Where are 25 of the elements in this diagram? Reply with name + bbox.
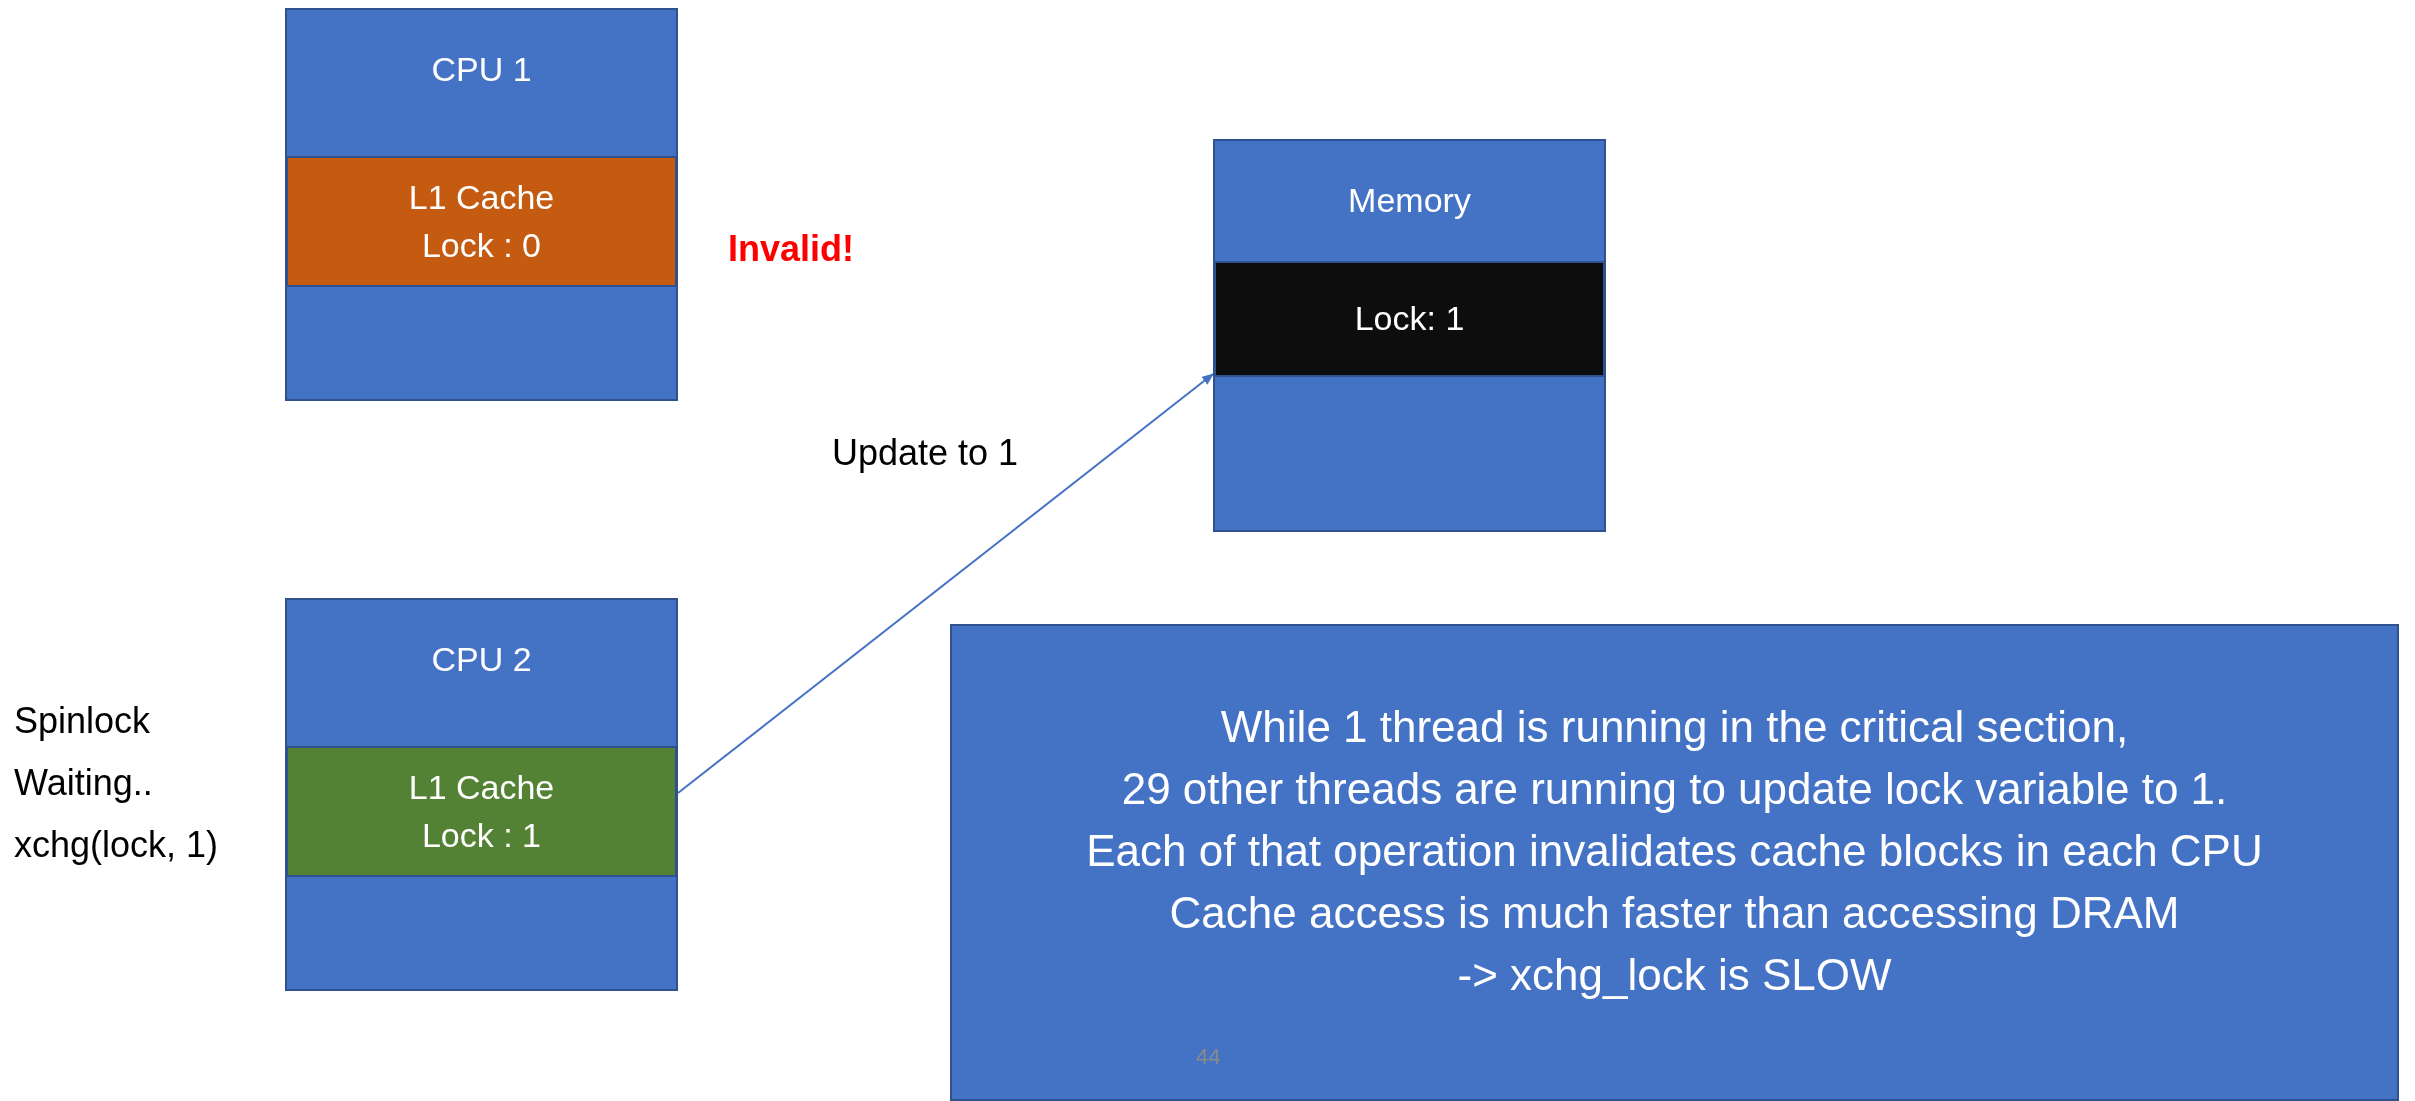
node-label: Lock : 0 xyxy=(421,224,542,266)
node-label: CPU 2 xyxy=(430,639,533,680)
memory-box xyxy=(1213,139,1606,532)
node-label: CPU 1 xyxy=(430,49,533,90)
node-label: L1 Cache xyxy=(408,766,555,808)
node-label: Lock: 1 xyxy=(1354,298,1465,340)
cpu-box xyxy=(285,598,678,991)
cache-band xyxy=(286,156,677,287)
cache-band xyxy=(1214,261,1605,377)
note-text: While 1 thread is running in the critical section, xyxy=(1219,701,2130,753)
cpu-box xyxy=(285,8,678,401)
note-text: Cache access is much faster than accessing DRAM xyxy=(1168,887,2181,939)
node-label: Memory xyxy=(1347,180,1472,221)
node-label: Lock : 1 xyxy=(421,814,542,856)
arrow xyxy=(677,373,1214,794)
note-text: 29 other threads are running to update lock variable to 1. xyxy=(1120,763,2229,815)
edge-label: Update to 1 xyxy=(832,432,1019,474)
note-text: Each of that operation invalidates cache blocks in each CPU xyxy=(1085,825,2264,877)
page-number: 44 xyxy=(1196,1044,1221,1070)
side-note: Spinlock Waiting.. xchg(lock, 1) xyxy=(14,699,220,867)
note-text: -> xchg_lock is SLOW xyxy=(1456,949,1893,1001)
cache-band xyxy=(286,746,677,877)
note-box xyxy=(950,624,2399,1101)
node-label: L1 Cache xyxy=(408,176,555,218)
status-label: Invalid! xyxy=(728,228,855,270)
